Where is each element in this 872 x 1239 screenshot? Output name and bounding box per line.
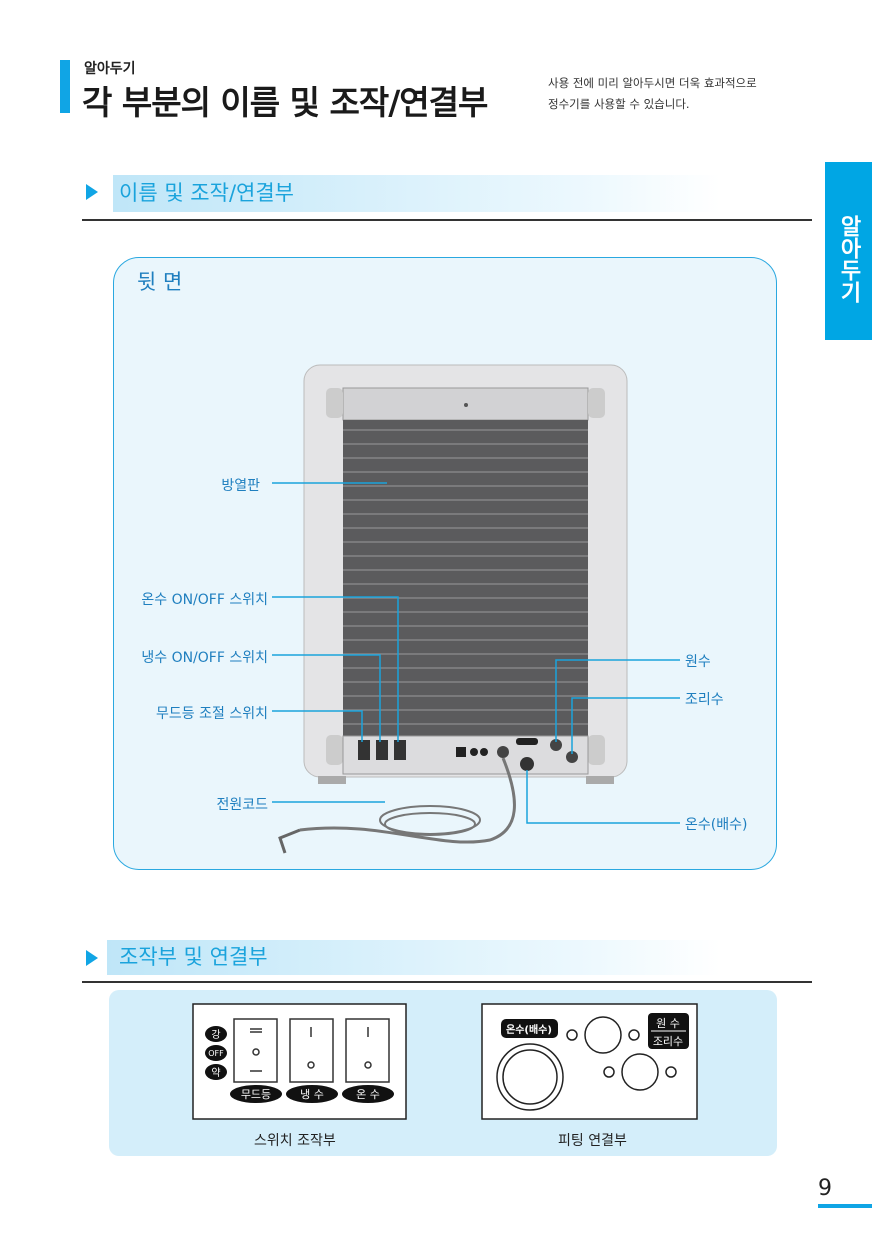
section2-heading: 조작부 및 연결부 [107, 940, 720, 975]
subtitle-line-2: 정수기를 사용할 수 있습니다. [548, 97, 690, 111]
label-mood-switch: 무드등 조절 스위치 [156, 706, 268, 722]
fitting-panel-caption: 피팅 연결부 [558, 1133, 627, 1149]
title-accent-bar [60, 60, 70, 113]
switch-label-hot: 온 수 [356, 1088, 380, 1101]
top-plate [342, 387, 589, 421]
label-power-cord: 전원코드 [216, 797, 268, 813]
page-number-bar [818, 1204, 872, 1208]
fitting-hot-drain-label: 온수(배수) [506, 1023, 552, 1036]
label-raw-water: 원수 [685, 654, 711, 670]
switch-label-mood: 무드등 [241, 1088, 271, 1101]
section1-rule [82, 219, 812, 221]
switch-label-cold: 냉 수 [300, 1088, 324, 1101]
heat-sink [343, 420, 588, 736]
label-cold-switch: 냉수 ON/OFF 스위치 [141, 650, 268, 666]
label-heat-sink: 방열판 [221, 478, 260, 494]
leader-lines [272, 482, 680, 824]
section2-rule [82, 981, 812, 983]
section-triangle-icon [86, 950, 98, 966]
switch-panel-caption: 스위치 조작부 [254, 1133, 336, 1149]
label-hot-drain: 온수(배수) [685, 817, 748, 833]
section-triangle-icon [86, 184, 98, 200]
label-cooking-water: 조리수 [685, 692, 724, 708]
fitting-cooking-label: 조리수 [653, 1035, 683, 1048]
section1-heading: 이름 및 조작/연결부 [113, 175, 720, 212]
subtitle-line-1: 사용 전에 미리 알아두시면 더욱 효과적으로 [548, 76, 757, 90]
level-strong: 강 [211, 1029, 220, 1041]
panel-title: 뒷 면 [137, 270, 183, 294]
page-number: 9 [818, 1176, 832, 1201]
level-weak: 약 [211, 1067, 220, 1079]
page-title: 각 부분의 이름 및 조작/연결부 [82, 83, 488, 122]
category-label: 알아두기 [84, 61, 136, 77]
label-hot-switch: 온수 ON/OFF 스위치 [141, 592, 268, 608]
fitting-raw-label: 원 수 [656, 1017, 680, 1030]
level-off: OFF [208, 1049, 224, 1058]
side-tab: 알아두기 [825, 162, 872, 340]
power-cord [299, 757, 516, 844]
